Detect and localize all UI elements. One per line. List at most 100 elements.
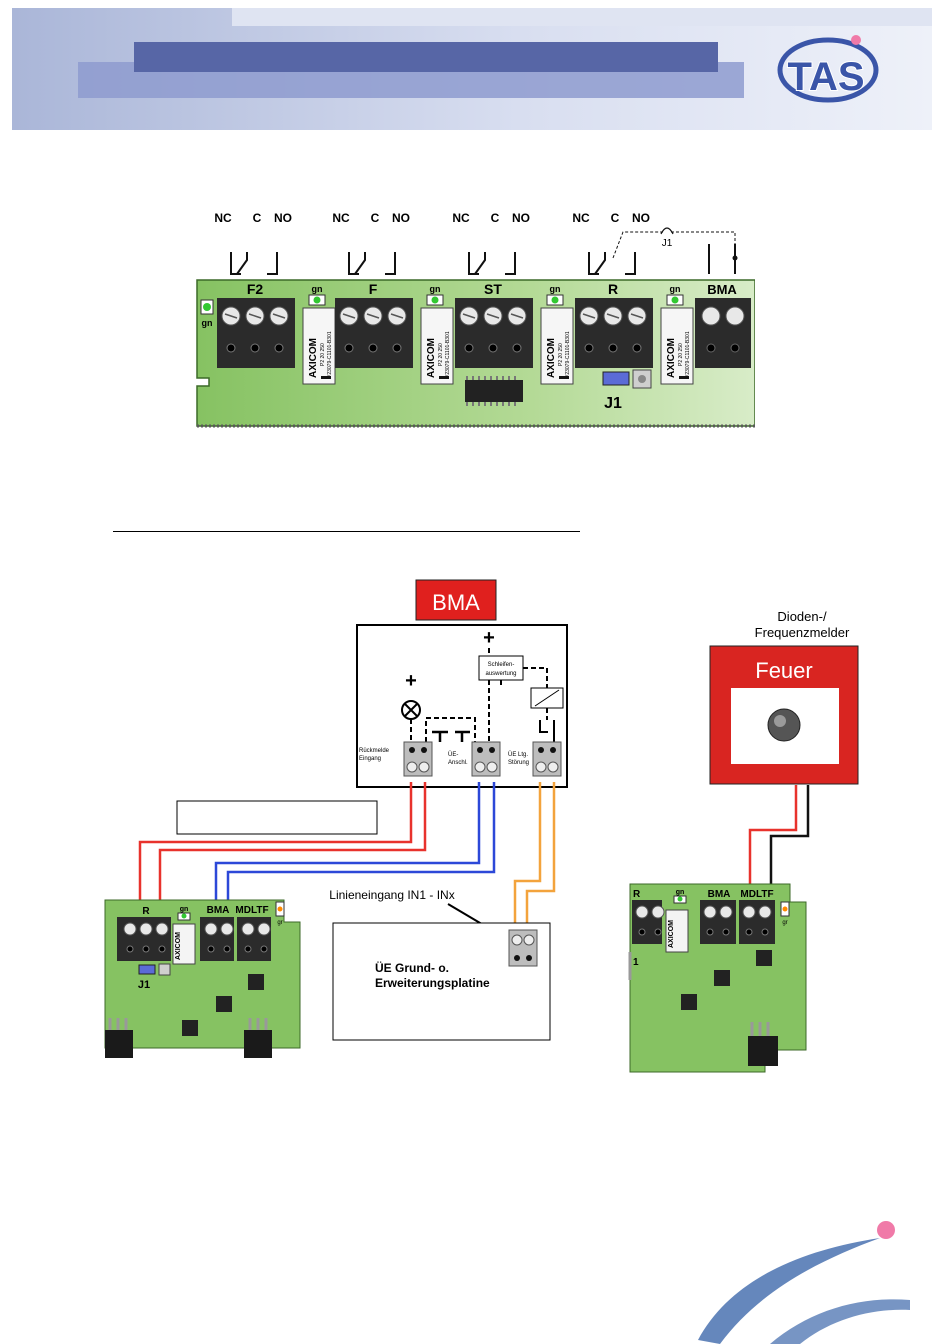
left-chip-2 [216,996,232,1012]
contact-symbol [230,252,278,275]
board-screw [155,922,169,936]
led-label: gn [312,284,323,294]
left-chip-3 [182,1020,198,1036]
panel-terminal-hole [538,747,544,753]
logo-swoosh-ring [777,37,879,103]
right-board: R gn BMA MDLTF AXICOM gr 1 [628,883,807,1073]
relay-coil-diagonal [534,689,560,707]
contact-label-c: C [371,211,380,225]
led-light [313,296,321,304]
screw-slot [462,313,476,319]
contact-label-no: NO [512,211,530,225]
jumper-j1-label: J1 [604,395,622,412]
left-j1-label: J1 [138,979,150,991]
wire-red-detector [748,785,798,900]
led-label: gn [550,284,561,294]
led-left-light [203,303,211,311]
relay-brand: AXICOM [426,338,437,378]
board-screw [139,922,153,936]
relay-code-2: V23079-C1101-B301 [445,331,451,378]
detector-button-highlight [774,715,786,727]
wire-blue-outer [214,782,481,906]
led-label: gn [430,284,441,294]
board-hole [142,945,150,953]
ue-terminal-hole [514,955,520,961]
switch-symbols [432,730,470,742]
relay-mark [679,376,689,379]
wire-red-inner [158,782,427,902]
ue-anschl-label-2: Anschl. [448,760,468,766]
board-hole [761,928,769,936]
terminal-hole [608,343,618,353]
relay-component [302,307,336,385]
left-pin-headers [108,1018,268,1030]
j1-dashed-wire-right [671,231,736,258]
relay-name: F [369,281,378,297]
ue-anschl-label-1: ÜE- [448,751,458,758]
left-gn-label: gn [180,906,189,913]
terminal-hole [392,343,402,353]
detector-title-1: Dioden-/ [777,609,827,624]
relay-contact-symbol [539,720,555,742]
left-j1-jumper [138,964,156,975]
j1-dashed-wire-left [612,231,663,259]
panel-terminal-screw [474,761,486,773]
board-screw [635,905,649,919]
left-board: R gn BMA MDLTF AXICOM gr J1 [104,899,301,1058]
contact-symbol [588,252,636,275]
logo-dot [851,35,861,45]
board-hole [244,945,252,953]
screw-slot [486,313,500,319]
panel-terminal-screw [535,761,547,773]
right-led-light [677,896,683,902]
ue-terminal-hole [526,955,532,961]
bma-hole-1 [706,343,716,353]
screw-slot [390,313,404,319]
contact-label-c: C [491,211,500,225]
board-hole [638,928,646,936]
board-hole [706,928,714,936]
relay-component [540,307,574,385]
bma-hole-2 [730,343,740,353]
right-chip-2 [714,970,730,986]
relay-brand: AXICOM [666,338,677,378]
right-chip-1 [756,950,772,966]
right-bma-label: BMA [708,889,731,900]
board-hole [207,945,215,953]
board-screw [123,922,137,936]
board-screw [257,922,271,936]
linieneingang-label: Linieneingang IN1 - INx [329,888,454,902]
screw-slot [630,313,644,319]
ue-terminal-block [508,929,538,967]
left-r-label: R [142,906,150,917]
relay-name: F2 [247,281,264,297]
contact-symbol [468,252,516,275]
terminal-hole [274,343,284,353]
panel-terminal-hole [550,747,556,753]
screw-slot [510,313,524,319]
ue-stoerung-label-2: Störung [508,760,529,766]
rueckmelde-label-2: Eingang [359,756,381,762]
screw-slot [272,313,286,319]
swoosh-arc-2 [770,1299,910,1344]
left-led-light [181,913,187,919]
board-screw [719,905,733,919]
ic-pins [466,376,516,406]
swoosh-dot [877,1221,895,1239]
terminal-hole [250,343,260,353]
contact-label-c: C [611,211,620,225]
right-gr-led-light [782,906,788,912]
panel-terminal-hole [477,747,483,753]
bma-screw-1 [701,306,721,326]
schleifen-label-1: Schleifen- [488,662,515,668]
bma-panel [356,624,568,788]
swoosh-arc-1 [698,1238,880,1344]
j1-jumper-symbol [660,227,674,235]
contact-label-no: NO [274,211,292,225]
led-light [671,296,679,304]
panel-terminal-screw [418,761,430,773]
screw-slot [582,313,596,319]
contact-label-no: NO [632,211,650,225]
bma-terminal-block [695,298,751,368]
